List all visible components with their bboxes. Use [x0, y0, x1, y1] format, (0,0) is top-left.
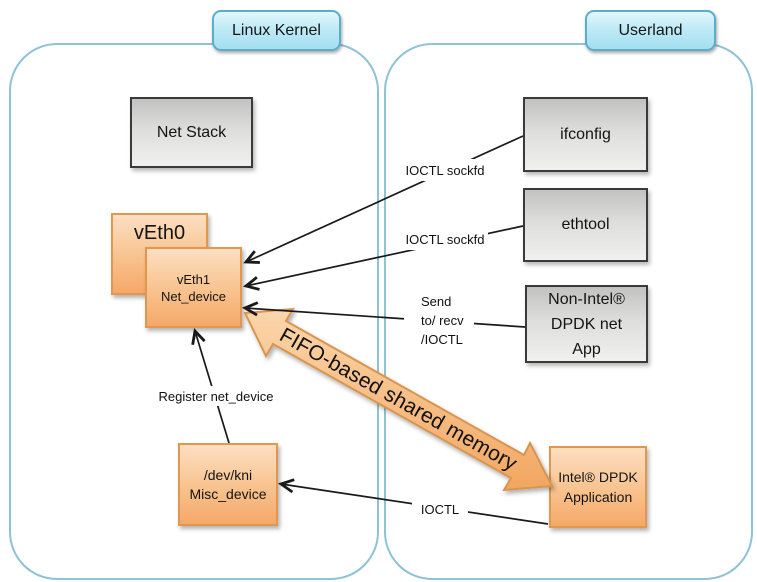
node-ifconfig: ifconfig — [523, 97, 648, 172]
node-intel-line1: Intel® DPDK — [558, 469, 638, 485]
edge-label-send-recv-line3: /IOCTL — [421, 332, 463, 347]
edge-label-send-recv-line2: to/ recv — [421, 313, 464, 328]
node-dev-kni-misc-device: /dev/kni Misc_device — [178, 443, 278, 526]
userland-tab: Userland — [585, 10, 716, 51]
edge-label-ioctl: IOCTL — [412, 499, 468, 520]
node-intel-line2: Application — [563, 489, 633, 505]
edge-label-ioctl-sockfd-1: IOCTL sockfd — [402, 159, 488, 181]
node-net-stack: Net Stack — [130, 97, 253, 168]
node-non-intel-line2: DPDK net — [550, 315, 623, 333]
edge-label-register-net-device: Register net_device — [154, 386, 278, 406]
node-non-intel-line1: Non-Intel® — [548, 290, 625, 308]
node-veth1-line2: Net_device — [160, 288, 227, 304]
node-ethtool-label: ethtool — [561, 216, 610, 233]
node-non-intel-dpdk-app: Non-Intel® DPDK net App — [525, 285, 648, 363]
node-ethtool: ethtool — [523, 188, 648, 262]
node-veth1-net-device: vEth1 Net_device — [145, 247, 242, 328]
node-net-stack-label: Net Stack — [156, 123, 227, 141]
userland-tab-label: Userland — [618, 21, 683, 39]
node-ifconfig-label: ifconfig — [560, 125, 611, 143]
node-veth0-label: vEth0 — [133, 222, 186, 244]
edge-label-ioctl-sockfd-2: IOCTL sockfd — [402, 228, 488, 250]
linux-kernel-tab: Linux Kernel — [212, 10, 341, 51]
node-devkni-line1: /dev/kni — [203, 466, 253, 483]
node-veth1-line1: vEth1 — [176, 271, 211, 287]
linux-kernel-tab-label: Linux Kernel — [232, 21, 321, 39]
node-non-intel-line3: App — [572, 340, 601, 358]
edge-label-send-recv-line1: Send — [421, 294, 452, 309]
node-intel-dpdk-application: Intel® DPDK Application — [549, 446, 647, 528]
node-devkni-line2: Misc_device — [189, 485, 267, 502]
edge-label-send-recv-ioctl: Send to/ recv /IOCTL — [404, 291, 474, 351]
